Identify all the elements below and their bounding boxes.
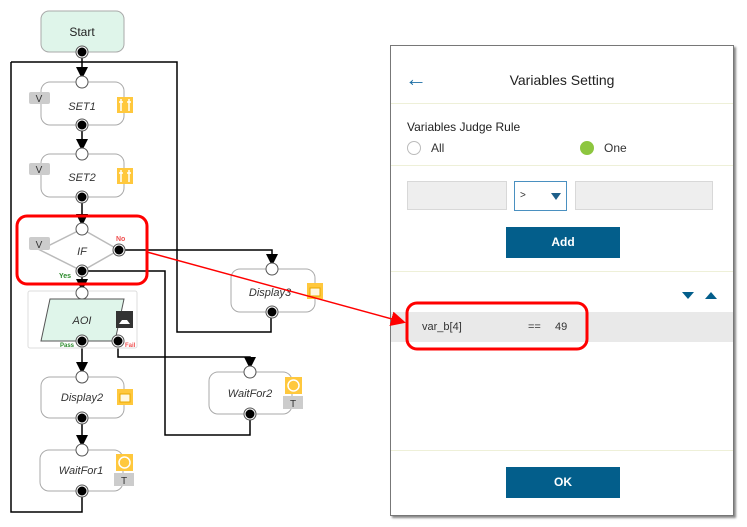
dialog-title: Variables Setting xyxy=(509,72,615,88)
arrow-left-icon[interactable]: ← xyxy=(405,66,427,91)
start-label: Start xyxy=(69,25,95,39)
yes-label: Yes xyxy=(59,273,71,280)
display2-node[interactable]: Display2 xyxy=(40,370,133,425)
divider xyxy=(391,450,733,451)
start-node[interactable]: Start xyxy=(40,10,125,59)
pass-label: Pass xyxy=(60,343,75,349)
variable-badge xyxy=(29,163,50,175)
svg-text:V: V xyxy=(36,165,43,176)
move-down-icon[interactable] xyxy=(682,292,694,299)
svg-text:T: T xyxy=(290,399,296,410)
display-icon xyxy=(117,389,133,405)
display2-label: Display2 xyxy=(61,392,103,404)
if-label: IF xyxy=(77,246,88,258)
aoi-node[interactable]: AOI Pass Fail xyxy=(27,286,138,349)
condition-row[interactable]: var_b[4] == 49 xyxy=(391,312,733,342)
set1-label: SET1 xyxy=(68,101,96,113)
radio-all[interactable]: All xyxy=(407,141,444,155)
divider xyxy=(391,103,733,104)
waitfor2-node[interactable]: WaitFor2 T xyxy=(208,365,303,421)
clock-icon xyxy=(285,377,302,394)
svg-text:T: T xyxy=(121,476,127,487)
radio-one[interactable]: One xyxy=(580,141,627,155)
set2-label: SET2 xyxy=(68,172,96,184)
judge-rule-label: Variables Judge Rule xyxy=(407,120,521,134)
operator-select[interactable]: > xyxy=(514,181,567,211)
add-button[interactable]: Add xyxy=(506,227,620,258)
no-label: No xyxy=(116,236,125,243)
variables-setting-dialog: ← Variables Setting Variables Judge Rule… xyxy=(390,45,734,516)
divider xyxy=(391,271,733,272)
waitfor1-label: WaitFor1 xyxy=(59,465,103,477)
set1-node[interactable]: V SET1 xyxy=(29,75,133,132)
waitfor1-node[interactable]: WaitFor1 T xyxy=(39,443,134,498)
chevron-down-icon xyxy=(551,193,561,200)
flowchart: Start V SET1 V SET2 V IF No Yes Display3 xyxy=(10,10,323,513)
waitfor2-label: WaitFor2 xyxy=(228,388,272,400)
fail-label: Fail xyxy=(125,343,136,349)
wrench-icon xyxy=(117,97,133,113)
display3-node[interactable]: Display3 xyxy=(230,262,323,319)
aoi-label: AOI xyxy=(72,315,92,327)
move-up-icon[interactable] xyxy=(705,292,717,299)
variable-input[interactable] xyxy=(407,181,507,210)
set2-node[interactable]: V SET2 xyxy=(29,147,133,204)
camera-icon xyxy=(116,311,133,328)
svg-text:V: V xyxy=(36,240,43,251)
divider xyxy=(391,165,733,166)
display3-label: Display3 xyxy=(249,287,292,299)
timer-badge xyxy=(114,473,134,486)
variable-badge xyxy=(29,92,50,104)
display-icon xyxy=(307,283,323,299)
value-input[interactable] xyxy=(575,181,713,210)
timer-badge xyxy=(283,396,303,409)
ok-button[interactable]: OK xyxy=(506,467,620,498)
svg-text:V: V xyxy=(36,94,43,105)
wrench-icon xyxy=(117,168,133,184)
clock-icon xyxy=(116,454,133,471)
